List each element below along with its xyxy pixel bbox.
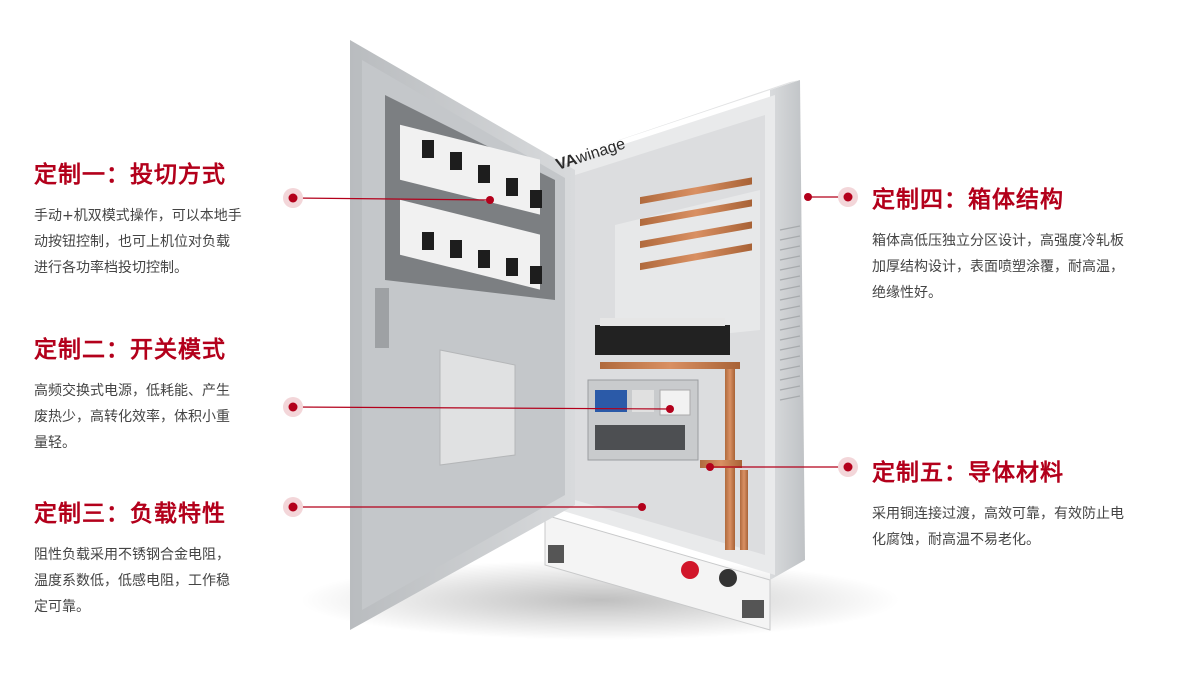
callout-lines <box>292 196 848 508</box>
feature-title: 定制二：开关模式 <box>34 337 226 363</box>
caster-left <box>548 545 564 563</box>
control-board <box>587 379 699 461</box>
side-vents <box>779 225 801 401</box>
switch-array <box>400 124 540 290</box>
feature-description: 箱体高低压独立分区设计，高强度冷轧板 加厚结构设计，表面喷塑涂覆，耐高温， 绝缘… <box>872 233 1124 301</box>
ground-terminal-icon <box>719 569 737 587</box>
feature-description: 高频交换式电源，低耗能、产生 废热少，高转化效率，体积小重 量轻。 <box>34 383 230 451</box>
contactor-row <box>595 318 730 355</box>
cabinet-base <box>544 514 771 631</box>
door-latch <box>375 288 389 348</box>
feature-conductor-material: 定制五：导体材料 采用铜连接过渡，高效可靠，有效防止电 化腐蚀，耐高温不易老化。 <box>872 453 1182 553</box>
feature-title: 定制一：投切方式 <box>34 162 226 188</box>
feature-switch-mode: 定制二：开关模式 高频交换式电源，低耗能、产生 废热少，高转化效率，体积小重 量… <box>34 330 284 456</box>
cabinet-side-panel <box>770 80 805 580</box>
feature-description: 采用铜连接过渡，高效可靠，有效防止电 化腐蚀，耐高温不易老化。 <box>872 506 1124 548</box>
copper-busbars <box>600 177 752 550</box>
cabinet-door <box>350 40 575 630</box>
feature-load-characteristics: 定制三：负载特性 阻性负载采用不锈钢合金电阻， 温度系数低，低感电阻，工作稳 定… <box>34 494 284 620</box>
caster-right <box>742 600 764 618</box>
cabinet-body <box>544 80 805 631</box>
feature-title: 定制五：导体材料 <box>872 460 1064 486</box>
feature-title: 定制三：负载特性 <box>34 501 226 527</box>
feature-cabinet-structure: 定制四：箱体结构 箱体高低压独立分区设计，高强度冷轧板 加厚结构设计，表面喷塑涂… <box>872 180 1182 306</box>
push-buttons <box>422 140 542 284</box>
feature-description: 阻性负载采用不锈钢合金电阻， 温度系数低，低感电阻，工作稳 定可靠。 <box>34 547 230 615</box>
cabinet-top <box>560 80 800 160</box>
red-knob-icon <box>681 561 699 579</box>
callout-markers <box>283 187 858 517</box>
feature-description: 手动+机双模式操作，可以本地手 动按钮控制，也可上机位对负载 进行各功率档投切控… <box>34 208 242 276</box>
feature-switching-mode: 定制一：投切方式 手动+机双模式操作，可以本地手 动按钮控制，也可上机位对负载 … <box>34 155 284 281</box>
feature-title: 定制四：箱体结构 <box>872 187 1064 213</box>
